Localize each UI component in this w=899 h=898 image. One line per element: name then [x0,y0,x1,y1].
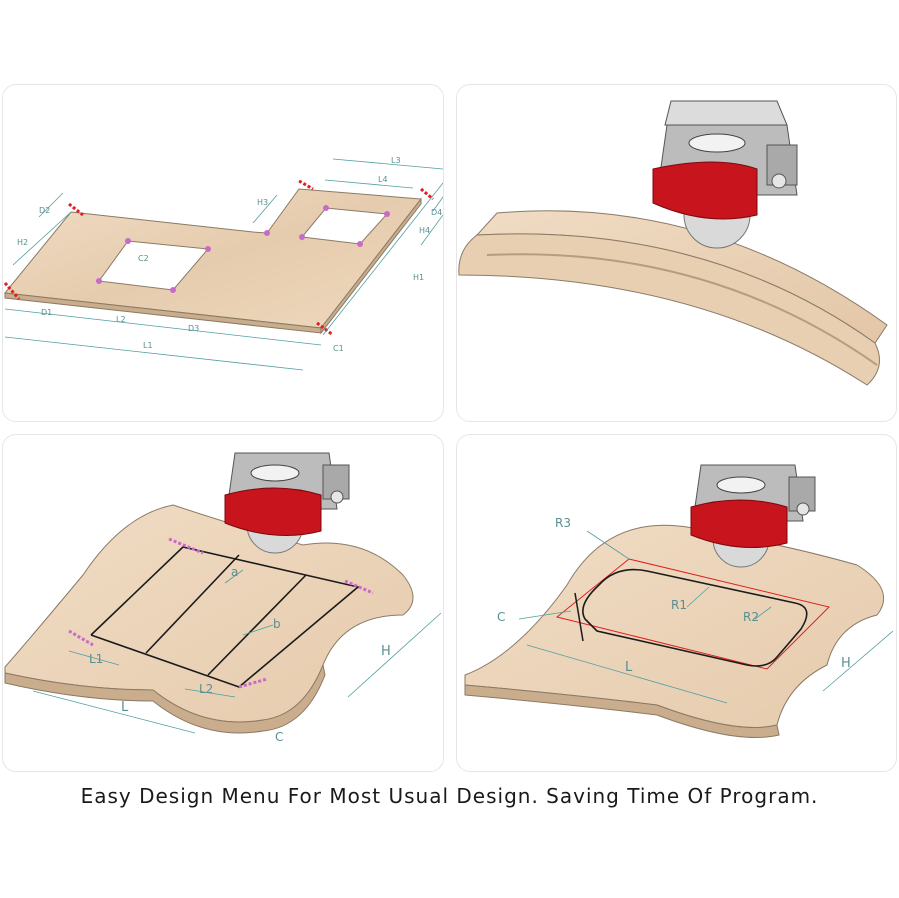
red-blade-guard [652,161,758,220]
slab-edge-right [320,197,422,335]
dimension-lines [4,158,443,371]
label-a: a [231,565,238,579]
rounded-cut-drawing: R3 R1 R2 C L H [464,464,894,738]
rounded-cut-path [582,568,808,667]
label-d1: D1 [41,308,52,317]
profile-groove [486,253,878,366]
panel-slab-cutouts: D1 L2 D3 L1 C1 C2 L3 L4 D2 D4 H2 H3 H4 H… [2,84,444,422]
dimension-lines-3 [32,569,442,734]
curved-profile-drawing [458,100,888,386]
cutting-head [652,100,798,249]
pink-cut-marks [68,537,374,689]
label-b: b [273,617,281,631]
slab-top [4,188,422,329]
edge-cut-marks [3,179,434,337]
label-l4: L4 [378,175,388,184]
panel-curved-profile [456,84,897,422]
caption-text: Easy Design Menu For Most Usual Design. … [80,784,819,808]
label-l3: L3 [391,156,401,165]
label-l2: L2 [199,682,213,696]
label-d2: D2 [39,206,50,215]
panel-parallel-cuts: a b L1 L2 L H C [2,434,444,772]
label-r1: R1 [671,598,687,612]
label-l1: L1 [89,652,103,666]
label-c1: C1 [333,344,344,353]
label-h: H [841,656,851,671]
label-c2: C2 [138,254,149,263]
label-d4: D4 [431,208,442,217]
irregular-slab-edge [464,684,780,738]
label-l: L [121,700,129,715]
label-l: L [625,660,633,675]
cutout-corner-marks [96,205,390,293]
red-blade-guard [690,499,788,548]
dimension-lines-4 [518,530,894,704]
label-c: C [497,610,505,624]
label-l1: L1 [143,341,153,350]
corner-chamfer-line [574,592,584,642]
label-d3: D3 [188,324,199,333]
label-r3: R3 [555,516,571,530]
label-r2: R2 [743,610,759,624]
label-h: H [381,644,391,659]
cutting-head [690,464,816,568]
label-h2: H2 [17,238,28,247]
slab-cutouts-drawing: D1 L2 D3 L1 C1 C2 L3 L4 D2 D4 H2 H3 H4 H… [3,156,443,371]
label-h1: H1 [413,273,424,282]
panel-rounded-cut: R3 R1 R2 C L H [456,434,897,772]
label-l2: L2 [116,315,126,324]
irregular-slab-edge [4,663,326,734]
cutting-head [224,452,350,554]
cut-lines [90,546,360,688]
red-blade-guard [224,487,322,536]
label-h3: H3 [257,198,268,207]
label-h4: H4 [419,226,430,235]
label-c: C [275,730,283,744]
curved-slab-front [458,233,880,386]
parallel-cuts-drawing: a b L1 L2 L H C [4,452,442,744]
